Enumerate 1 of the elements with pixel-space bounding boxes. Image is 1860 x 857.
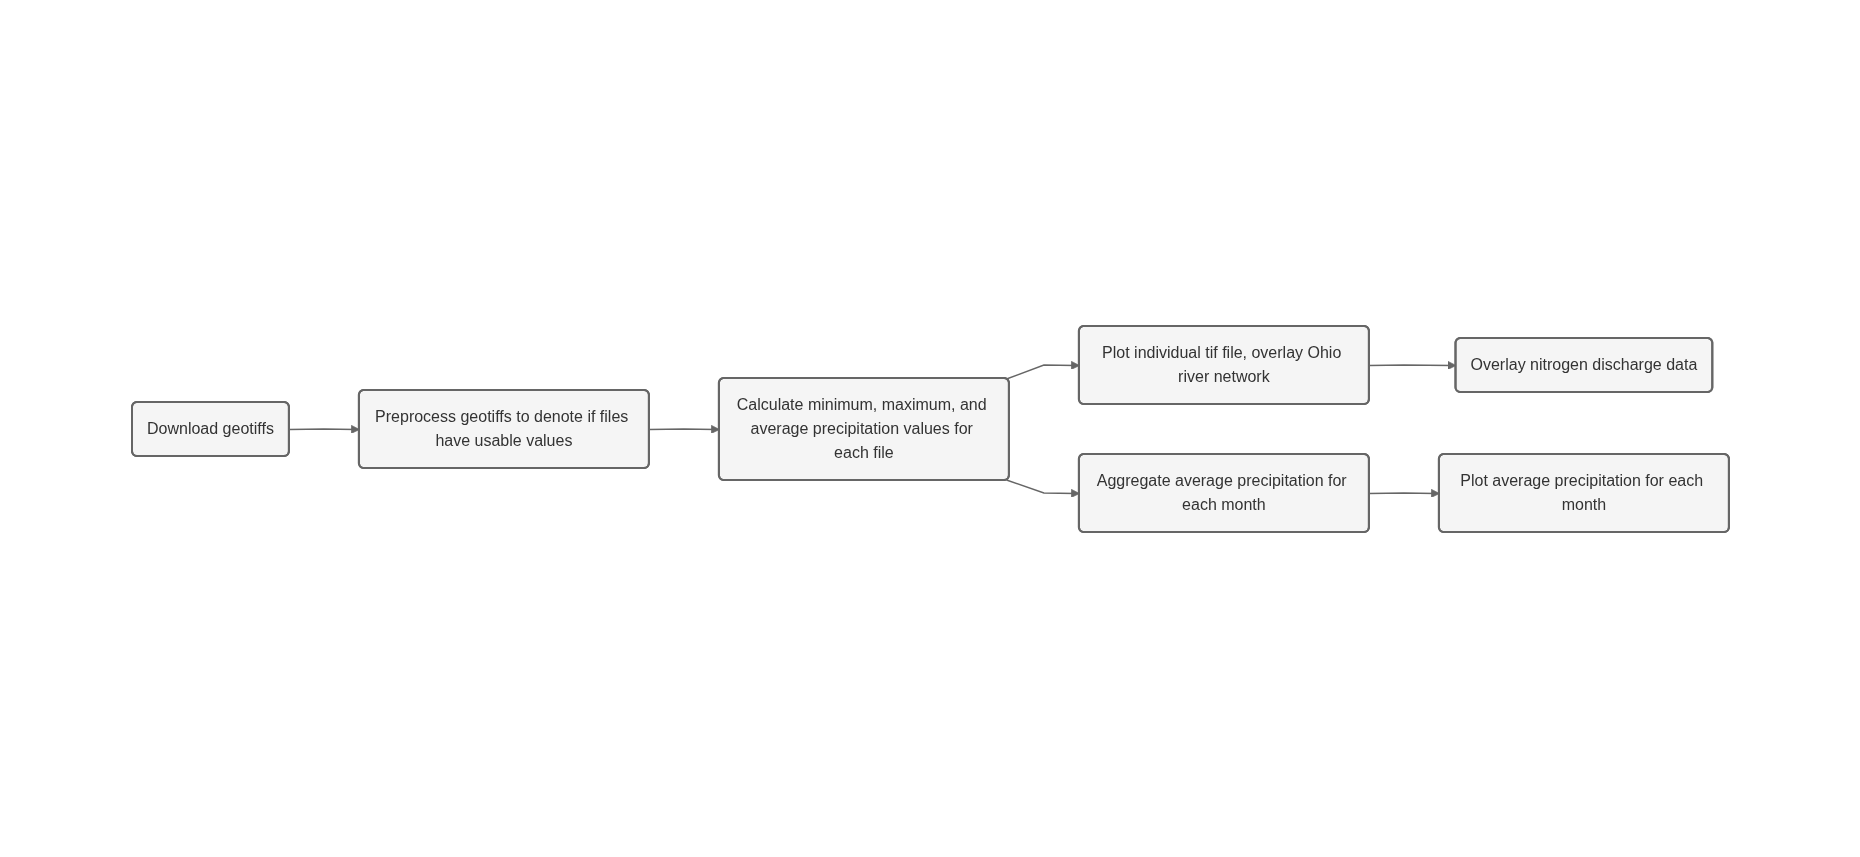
arrow [1368, 360, 1456, 370]
